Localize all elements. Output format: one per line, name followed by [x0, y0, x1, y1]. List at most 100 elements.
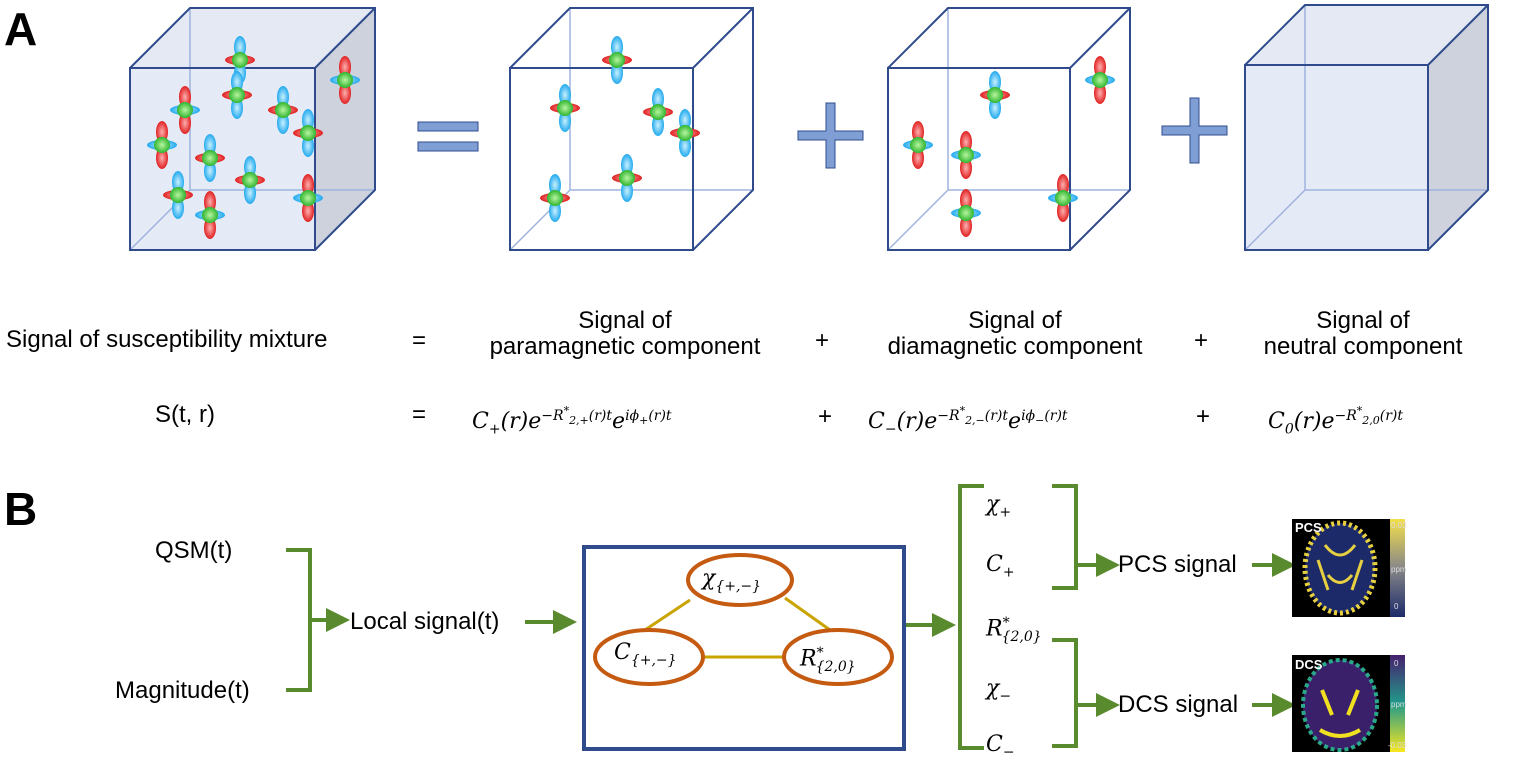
formula-part: C	[986, 552, 1003, 577]
formula-part: −R	[541, 407, 564, 424]
dia-label-line2: diamagnetic component	[887, 333, 1143, 360]
c-node-label: C{+,−}	[614, 640, 677, 673]
para-label-line2: paramagnetic component	[489, 333, 761, 360]
pcs-signal-label: PCS signal	[1118, 551, 1237, 578]
paramagnetic-dipole-icon	[951, 131, 981, 179]
output-chi-minus: χ−	[986, 676, 1011, 709]
diamagnetic-dipole-icon	[540, 174, 570, 222]
diamagnetic-dipole-icon	[222, 71, 252, 119]
dcs-cb-min: -0.03	[1388, 741, 1407, 750]
formula-part: −	[884, 421, 897, 438]
formula-part: {+,−}	[715, 578, 762, 595]
formula-part: *	[816, 645, 824, 661]
diamagnetic-dipole-icon	[268, 86, 298, 134]
neutral-cube	[1244, 4, 1489, 251]
formula-part: R	[800, 646, 817, 672]
formula-part: *	[563, 404, 570, 417]
equals-sign: =	[412, 327, 427, 354]
diamagnetic-dipole-icon	[550, 84, 580, 132]
paramagnetic-dipole-icon	[170, 86, 200, 134]
formula-part: C	[1268, 408, 1285, 434]
neutral-label-line2: neutral component	[1263, 333, 1463, 360]
formula-part: +	[1002, 564, 1015, 581]
diamagnetic-cube	[887, 7, 1131, 251]
pcs-map-label: PCS	[1295, 520, 1322, 535]
formula-part: C	[868, 408, 885, 434]
formula-part: −	[1002, 744, 1015, 761]
equals-operator	[417, 121, 479, 152]
formula-plus: +	[1196, 403, 1211, 430]
qsm-input: QSM(t)	[155, 537, 233, 564]
diamagnetic-dipole-icon	[163, 171, 193, 219]
dcs-cb-max: 0	[1394, 659, 1399, 668]
formula-part: 0	[1284, 421, 1294, 438]
formula-part: C	[614, 640, 631, 665]
diamagnetic-dipole-icon	[980, 71, 1010, 119]
formula-part: −	[999, 688, 1012, 705]
c-node	[593, 628, 705, 686]
paramagnetic-cube	[509, 7, 754, 251]
formula-part: iϕ	[1021, 407, 1036, 424]
formula-part: {2,0}	[1001, 628, 1042, 645]
output-c-minus: C−	[986, 732, 1015, 765]
plus-operator	[1161, 97, 1228, 164]
paramagnetic-dipole-icon	[330, 56, 360, 104]
formula-part: (r)t	[1044, 407, 1068, 424]
output-c-plus: C+	[986, 552, 1015, 585]
formula-neutral-term: C0(r)e−R*2,0(r)t	[1268, 398, 1403, 442]
diamagnetic-dipole-icon	[235, 156, 265, 204]
dcs-cb-unit: ppm	[1391, 700, 1407, 709]
formula-part: iϕ	[625, 407, 640, 424]
diamagnetic-dipole-icon	[670, 109, 700, 157]
paramagnetic-dipole-icon	[1085, 56, 1115, 104]
dia-label-line1: Signal of	[968, 307, 1062, 334]
model-link	[644, 598, 691, 632]
dcs-signal-label: DCS signal	[1118, 691, 1239, 718]
formula-part: (r)e	[896, 408, 938, 434]
pcs-cb-unit: ppm	[1391, 565, 1407, 574]
r-node	[782, 628, 894, 686]
chi-node-label: χ{+,−}	[702, 566, 761, 599]
dcs-map-label: DCS	[1295, 657, 1323, 672]
formula-part: (r)t	[984, 407, 1009, 424]
formula-part: *	[959, 404, 966, 417]
formula-part: (r)t	[1379, 407, 1403, 424]
paramagnetic-dipole-icon	[293, 174, 323, 222]
formula-part: {2,0}	[815, 658, 856, 675]
formula-dia-term: C−(r)e−R*2,−(r)teiϕ−(r)t	[868, 398, 1068, 442]
diamagnetic-dipole-icon	[612, 154, 642, 202]
formula-part: −R	[937, 407, 960, 424]
formula-part: (r)e	[500, 408, 542, 434]
formula-part: C	[986, 732, 1003, 757]
formula-part: −R	[1334, 407, 1357, 424]
paramagnetic-dipole-icon	[147, 121, 177, 169]
magnitude-input: Magnitude(t)	[115, 677, 250, 704]
formula-part: *	[1002, 615, 1010, 631]
formula-part: χ	[986, 676, 1000, 701]
formula-part: −	[1035, 413, 1045, 427]
formula-part: +	[488, 421, 501, 438]
formula-part: 2,0	[1362, 413, 1380, 427]
formula-part: e	[1008, 408, 1022, 434]
panel-label-a: A	[4, 3, 38, 55]
r-node-label: R*{2,0}	[800, 640, 856, 680]
formula-plus: +	[818, 403, 833, 430]
output-bracket-left	[958, 484, 984, 750]
diamagnetic-dipole-icon	[195, 134, 225, 182]
local-signal: Local signal(t)	[350, 608, 500, 635]
formula-part: (r)t	[588, 407, 613, 424]
neutral-label-line1: Signal of	[1316, 307, 1410, 334]
formula-part: C	[472, 408, 489, 434]
diamagnetic-dipole-icon	[293, 109, 323, 157]
formula-equals: =	[412, 401, 427, 428]
paramagnetic-dipole-icon	[1048, 174, 1078, 222]
formula-part: 2,−	[965, 413, 985, 427]
dcs-bracket	[1052, 638, 1078, 748]
formula-para-term: C+(r)e−R*2,+(r)teiϕ+(r)t	[472, 398, 672, 442]
formula-part: {+,−}	[630, 652, 677, 669]
formula-part: e	[612, 408, 626, 434]
pcs-cb-min: 0	[1394, 602, 1399, 611]
